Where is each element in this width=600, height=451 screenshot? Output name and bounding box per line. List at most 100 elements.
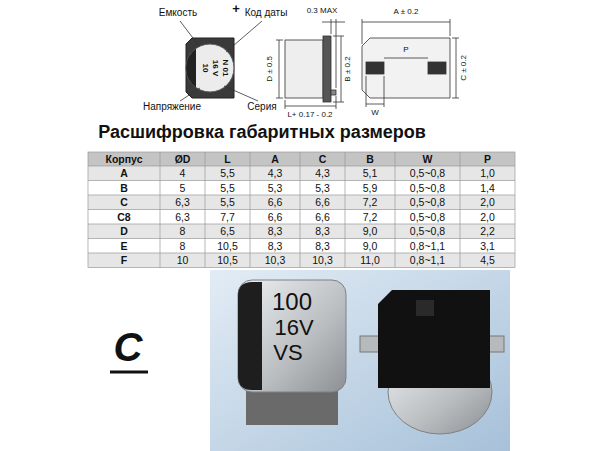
- dimension-tick: [333, 36, 344, 37]
- can-body: [285, 40, 323, 98]
- table-cell: A: [120, 168, 128, 179]
- table-header: B: [366, 154, 374, 165]
- can-body: [238, 280, 346, 392]
- leader-line: [224, 86, 258, 101]
- table-row: [88, 253, 515, 268]
- table-cell: 8: [180, 226, 186, 237]
- dimension-label: C ± 0.2: [460, 55, 468, 81]
- table-cell: 8,3: [268, 226, 283, 237]
- table-cell: 2,0: [480, 212, 495, 223]
- dimension-tick: [384, 76, 385, 107]
- marking-text: N 01: [221, 60, 229, 77]
- table-cell: 4,5: [480, 255, 495, 266]
- product-photo: [210, 270, 510, 451]
- dimension-tick: [452, 98, 459, 99]
- underline: [110, 371, 148, 374]
- base-mark: [416, 300, 434, 316]
- dimension-label: L+ 0.17 - 0.2: [287, 111, 332, 119]
- table-cell: 0,5~0,8: [410, 226, 445, 237]
- base-plate: [323, 36, 331, 102]
- table-cell: 6,3: [175, 197, 190, 208]
- dimension-tick: [276, 40, 283, 41]
- table-cell: 5,5: [220, 183, 235, 194]
- table-cell: 10: [177, 255, 189, 266]
- leader-line: [226, 21, 262, 52]
- side-view: [276, 19, 345, 109]
- dimension-label: W: [371, 109, 379, 117]
- dimension-tick: [285, 100, 286, 109]
- table-header: P: [484, 154, 491, 165]
- table-cell: 8,3: [268, 241, 283, 252]
- table-cell: 0,8~1,1: [410, 255, 445, 266]
- table-cell: C: [120, 197, 128, 208]
- table-cell: 0,8~1,1: [410, 241, 445, 252]
- table-cell: 6,6: [315, 197, 330, 208]
- dimension-line: [362, 22, 450, 23]
- table-cell: F: [121, 255, 127, 266]
- terminal: [331, 90, 336, 95]
- table-cell: 4,3: [315, 168, 330, 179]
- table-header: ØD: [175, 154, 191, 165]
- table-cell: 5,5: [220, 197, 235, 208]
- dimension-tick: [331, 19, 332, 34]
- table-cell: 1,0: [480, 168, 495, 179]
- table-cell: 8,3: [315, 226, 330, 237]
- callout-label: Серия: [247, 102, 276, 112]
- marking-text: 10: [201, 64, 209, 73]
- dimension-label: B ± 0.2: [344, 56, 352, 81]
- dimension-line: [341, 36, 342, 102]
- callout-label: Код даты: [245, 8, 288, 18]
- table-cell: 11,0: [360, 255, 380, 266]
- table-cell: 6,6: [268, 212, 283, 223]
- terminal: [366, 62, 384, 74]
- table-cell: 8,3: [315, 241, 330, 252]
- marking-text: 100: [272, 290, 312, 314]
- callout-label: Напряжение: [143, 102, 201, 112]
- table-cell: 6,6: [268, 197, 283, 208]
- table-header: Корпус: [106, 154, 143, 165]
- table-header: W: [423, 154, 433, 165]
- dimension-line: [366, 104, 384, 105]
- table-title: Расшифровка габаритных размеров: [98, 123, 426, 141]
- marking-text: 16V: [274, 317, 313, 339]
- dimension-tick: [276, 98, 283, 99]
- dimension-tick: [452, 38, 459, 39]
- base-plate: [378, 290, 490, 388]
- dimension-tick: [333, 102, 344, 103]
- table-row: [88, 224, 515, 239]
- table-cell: E: [120, 241, 127, 252]
- table-cell: 5,3: [268, 183, 283, 194]
- polarity-stripe: [238, 282, 262, 390]
- dimension-tick: [450, 19, 451, 36]
- table-cell: 3,1: [480, 241, 495, 252]
- dimension-label: D ± 0.5: [266, 56, 274, 82]
- leader-line: [180, 88, 200, 101]
- dimension-line: [279, 40, 280, 98]
- dimension-line: [456, 38, 457, 98]
- table-cell: 5,1: [363, 168, 378, 179]
- table-header: L: [224, 154, 230, 165]
- leader-line: [180, 21, 199, 46]
- table-cell: 9,0: [363, 226, 378, 237]
- dimension-line: [285, 106, 336, 107]
- table-grid: [88, 152, 515, 268]
- table-header: A: [271, 154, 279, 165]
- dimension-label: 0.3 MAX: [307, 7, 338, 15]
- table-cell: 5,3: [315, 183, 330, 194]
- table-cell: 2,0: [480, 197, 495, 208]
- table-cell: 10,5: [217, 255, 237, 266]
- table-cell: 10,3: [265, 255, 285, 266]
- table-cell: 5,5: [220, 168, 235, 179]
- table-cell: 5,9: [363, 183, 378, 194]
- dimension-tick: [362, 19, 363, 44]
- table-cell: C8: [117, 212, 130, 223]
- table-cell: 10,5: [217, 241, 237, 252]
- table-cell: D: [120, 226, 128, 237]
- table-cell: B: [120, 183, 128, 194]
- table-cell: 7,2: [363, 197, 378, 208]
- table-cell: 0,5~0,8: [410, 168, 445, 179]
- callout-label: Емкость: [159, 8, 197, 18]
- marking-text: 16 V: [211, 60, 219, 76]
